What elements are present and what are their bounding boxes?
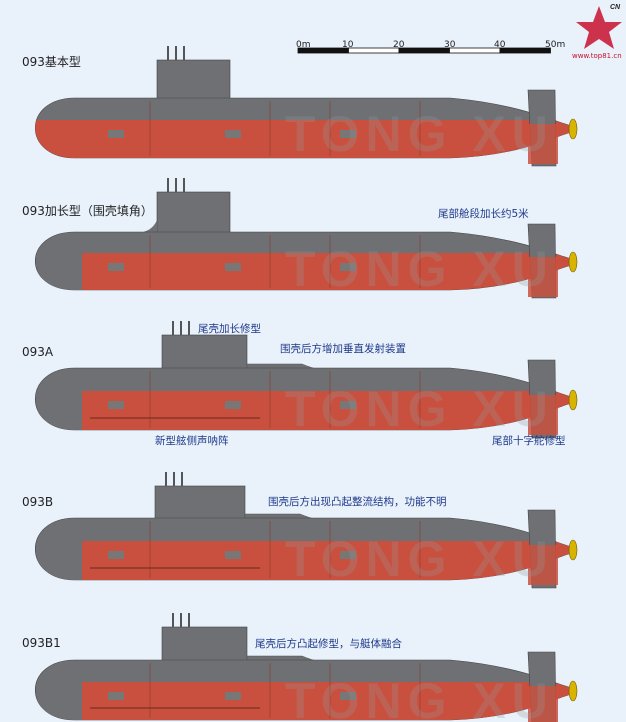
hatch — [225, 130, 241, 138]
sail — [156, 59, 231, 101]
hatch — [340, 692, 356, 700]
hatch — [340, 401, 356, 409]
hatch — [225, 692, 241, 700]
mast — [167, 46, 169, 60]
scale-segment — [499, 47, 551, 54]
sail — [154, 485, 246, 521]
mast — [173, 472, 175, 486]
hatch — [108, 551, 124, 559]
note: 尾部十字舵修型 — [492, 435, 566, 447]
submarine-0 — [35, 46, 578, 167]
nose-gray — [35, 700, 82, 720]
hatch — [108, 692, 124, 700]
note: 尾部舱段加长约5米 — [438, 208, 529, 220]
tail-fin-red — [528, 124, 558, 164]
mast — [172, 613, 174, 627]
star-icon — [576, 6, 622, 49]
mast — [181, 472, 183, 486]
sub-label-093-extended: 093加长型（围壳填角） — [22, 204, 153, 218]
sub-label-093a: 093A — [22, 345, 54, 359]
propeller-icon — [568, 389, 578, 411]
sail-fillet — [137, 220, 157, 233]
hatch — [225, 551, 241, 559]
scale-tick: 10 — [342, 40, 354, 50]
mast — [183, 46, 185, 60]
tail-fin-red — [528, 395, 558, 435]
hull-lower-red — [82, 682, 572, 720]
logo-cn: CN — [610, 4, 621, 11]
note: 尾壳后方凸起修型，与艇体融合 — [255, 638, 402, 650]
mast — [180, 321, 182, 335]
hatch — [225, 401, 241, 409]
mast — [165, 472, 167, 486]
sub-label-093: 093基本型 — [22, 55, 81, 69]
mast — [175, 178, 177, 192]
mast — [172, 321, 174, 335]
tail-fin-red — [528, 545, 558, 585]
watermark: TONG XU — [285, 673, 554, 722]
propeller-icon — [568, 539, 578, 561]
nose-gray — [35, 559, 82, 580]
scale-tick: 20 — [393, 40, 405, 50]
hull-lower-red — [82, 253, 572, 290]
propeller-icon — [568, 680, 578, 702]
scale-segment — [449, 47, 501, 54]
hatch — [108, 263, 124, 271]
note: 围壳后方增加垂直发射装置 — [280, 343, 406, 355]
nose-gray — [35, 271, 82, 290]
mast — [188, 613, 190, 627]
propeller-icon — [568, 251, 578, 273]
propeller-icon — [568, 118, 578, 140]
scale-tick: 0m — [296, 40, 311, 50]
watermark: TONG XU — [285, 106, 554, 162]
scale-tick: 30 — [444, 40, 456, 50]
scale-segment — [398, 47, 450, 54]
mast — [188, 321, 190, 335]
logo-url: www.top81.cn — [572, 52, 622, 60]
watermark: TONG XU — [285, 531, 554, 587]
note: 围壳后方出现凸起整流结构，功能不明 — [268, 496, 447, 508]
hatch — [108, 130, 124, 138]
scale-segment — [348, 47, 400, 54]
hatch — [340, 551, 356, 559]
sail — [161, 626, 248, 663]
nose-gray — [35, 409, 82, 430]
submarine-1 — [35, 178, 578, 299]
top81-logo: CN www.top81.cn — [572, 4, 626, 62]
scale-tick: 40 — [494, 40, 506, 50]
sub-label-093b1: 093B1 — [22, 636, 61, 650]
tail-fin-red — [528, 257, 558, 297]
hatch — [340, 263, 356, 271]
hull-lower-red — [82, 541, 572, 580]
sail — [161, 334, 248, 371]
mast — [167, 178, 169, 192]
hatch — [225, 263, 241, 271]
note: 新型舷侧声呐阵 — [155, 435, 229, 447]
hatch — [340, 130, 356, 138]
watermark: TONG XU — [285, 381, 554, 437]
submarine-3 — [35, 472, 578, 589]
mast — [175, 46, 177, 60]
sub-label-093b: 093B — [22, 495, 54, 509]
tail-fin-red — [528, 686, 558, 722]
hull-lower-red — [82, 391, 572, 430]
scale-tick: 50m — [545, 40, 566, 50]
hatch — [108, 401, 124, 409]
mast — [180, 613, 182, 627]
note: 尾壳加长修型 — [198, 323, 261, 335]
watermark: TONG XU — [285, 241, 554, 297]
sail — [156, 191, 231, 235]
submarine-4 — [35, 613, 578, 722]
mast — [183, 178, 185, 192]
hull-lower-red — [35, 120, 572, 158]
